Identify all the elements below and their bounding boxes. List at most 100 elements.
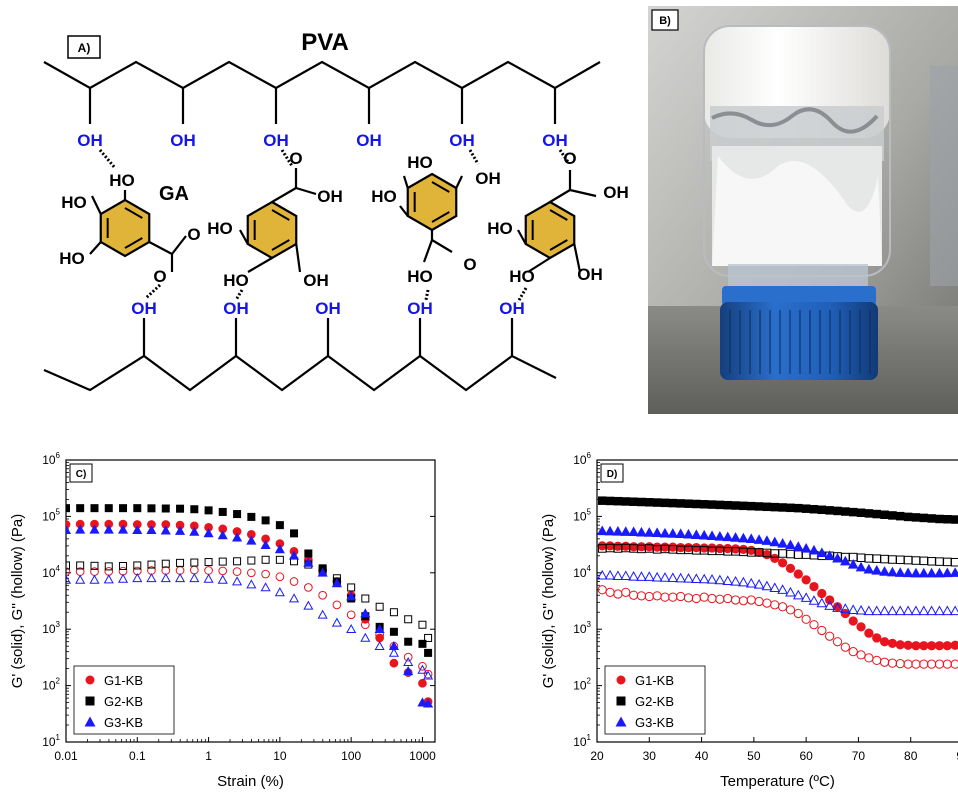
data-point [651, 527, 663, 537]
data-point [817, 505, 827, 515]
data-point [403, 656, 414, 667]
data-point [613, 496, 623, 506]
data-point [189, 565, 199, 575]
data-point [261, 555, 270, 564]
data-point [613, 589, 623, 599]
pva-chain-top [43, 60, 601, 90]
data-point [360, 620, 370, 630]
data-point [872, 554, 881, 563]
ga-atom-label: HO [509, 267, 535, 286]
data-point [643, 571, 655, 581]
x-tick-label: 30 [643, 749, 657, 763]
ga-atom-label: OH [303, 271, 329, 290]
data-point [146, 573, 157, 583]
legend-label: G2-KB [635, 694, 674, 709]
data-point [738, 544, 749, 555]
data-point [132, 524, 143, 535]
data-point [927, 557, 936, 566]
data-point [785, 586, 796, 597]
y-tick-label: 102 [573, 677, 591, 693]
data-point [190, 558, 199, 567]
data-point [707, 500, 717, 509]
x-axis-label: Temperature (ºC) [720, 773, 835, 790]
data-point [722, 575, 734, 585]
data-point [117, 573, 129, 583]
data-markers [597, 496, 958, 669]
vial-neck [728, 264, 868, 290]
data-markers [66, 504, 434, 708]
data-point [847, 559, 859, 569]
data-point [926, 605, 937, 616]
data-point [941, 567, 953, 578]
data-point [855, 604, 867, 615]
data-point [418, 661, 427, 671]
data-point [146, 524, 157, 535]
data-point [374, 640, 385, 651]
data-point [707, 593, 717, 604]
data-point [176, 504, 185, 513]
data-point [275, 555, 284, 564]
data-point [604, 525, 616, 536]
data-point [887, 658, 898, 668]
data-point [668, 498, 678, 508]
ga-bond [271, 187, 297, 203]
data-point [175, 525, 186, 535]
data-point [950, 515, 958, 524]
data-point [887, 638, 898, 649]
data-point [699, 543, 709, 553]
data-point [331, 617, 342, 627]
x-tick-label: 70 [852, 749, 866, 763]
data-point [934, 605, 945, 616]
data-point [683, 593, 694, 603]
pva-top-oh: OH [77, 131, 103, 150]
ga-bond [91, 195, 102, 215]
data-point [668, 542, 678, 552]
data-point [423, 669, 433, 679]
ga-atom-label: HO [407, 267, 433, 286]
data-point [896, 555, 905, 565]
data-point [825, 631, 835, 641]
data-point [374, 623, 385, 634]
data-point [777, 602, 788, 612]
data-point [104, 567, 114, 576]
data-point [848, 647, 858, 657]
pva-bottom-oh: OH [499, 299, 525, 318]
data-point [89, 574, 100, 584]
pva-chain-bottom [43, 354, 557, 392]
data-point [233, 510, 242, 519]
data-point [644, 591, 654, 602]
data-point [919, 556, 929, 566]
data-point [832, 602, 843, 612]
data-point [423, 698, 434, 708]
data-point [597, 541, 607, 551]
data-point [346, 610, 356, 620]
data-point [361, 594, 370, 603]
data-point [793, 608, 803, 619]
data-point [809, 581, 819, 592]
data-point [715, 594, 725, 604]
data-point [824, 600, 836, 610]
x-tick-label: 0.01 [54, 749, 78, 763]
data-point [628, 542, 639, 552]
data-point [175, 573, 186, 583]
data-point [218, 566, 228, 576]
data-point [707, 543, 717, 553]
data-point [203, 573, 214, 583]
ga-atom-label: OH [603, 183, 629, 202]
ga-bond [402, 175, 409, 189]
data-point [887, 566, 898, 577]
data-point [66, 561, 70, 570]
data-point [800, 592, 812, 602]
series-G1-KB-loss-modulus [66, 565, 433, 679]
data-point [762, 550, 772, 560]
data-point [738, 596, 749, 606]
data-point [246, 579, 257, 589]
data-point [714, 530, 726, 541]
data-point [731, 501, 740, 510]
data-point [621, 497, 631, 506]
data-point [176, 558, 185, 567]
data-point [620, 526, 632, 536]
data-point [597, 569, 608, 580]
data-point [698, 529, 710, 540]
data-point [715, 500, 725, 510]
